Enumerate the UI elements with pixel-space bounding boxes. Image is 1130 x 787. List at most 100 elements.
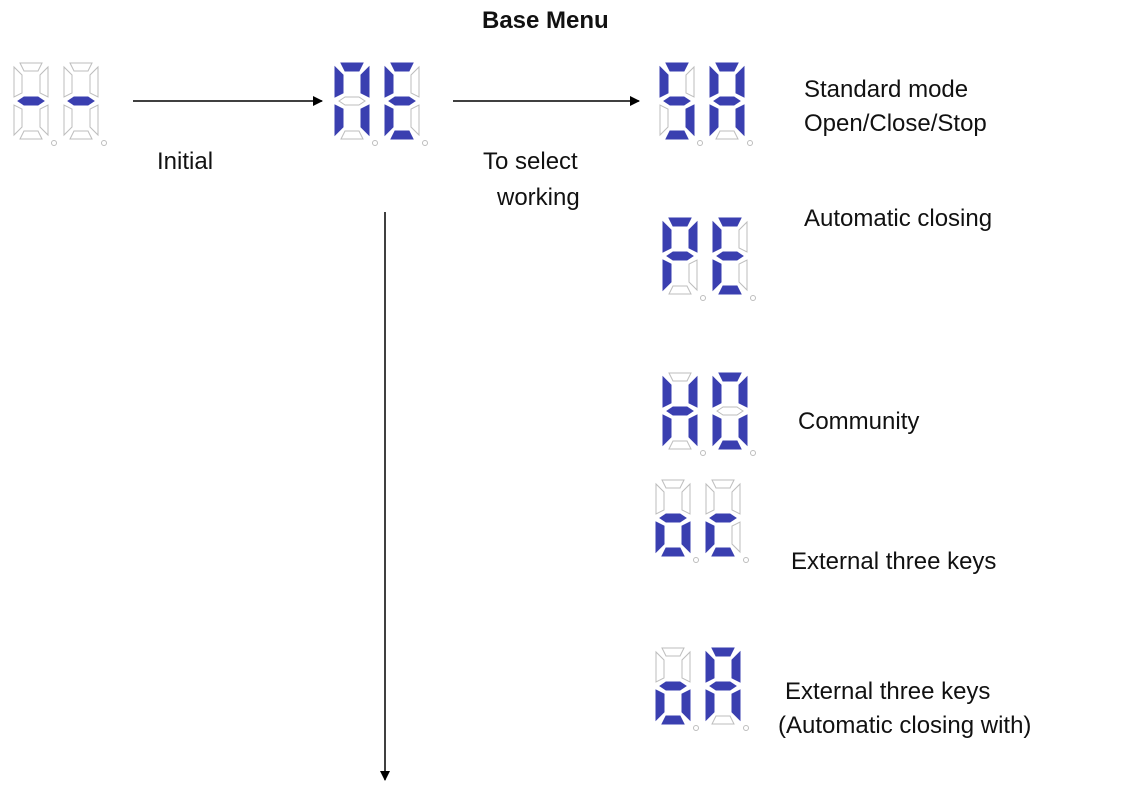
segment-c-lit	[731, 689, 741, 722]
segment-g-lit	[67, 96, 95, 106]
segment-e-unlit	[659, 104, 669, 137]
decimal-point-icon	[743, 725, 749, 731]
segment-a-lit	[340, 62, 364, 72]
segment-e-unlit	[13, 104, 23, 137]
segment-g-lit	[663, 96, 691, 106]
decimal-point-icon	[693, 557, 699, 563]
display-community	[657, 365, 757, 460]
segment-c-lit	[735, 104, 745, 137]
segment-f-unlit	[13, 65, 23, 98]
segment-g-lit	[666, 251, 694, 261]
segment-c-unlit	[731, 521, 741, 554]
segment-a-lit	[718, 217, 742, 227]
segment-c-lit	[688, 414, 698, 447]
segment-f-lit	[709, 65, 719, 98]
segment-f-lit	[334, 65, 344, 98]
segment-b-unlit	[681, 650, 691, 683]
segment-c-unlit	[738, 259, 748, 292]
segment-d-lit	[665, 130, 689, 140]
segment-c-lit	[681, 689, 691, 722]
segment-c-unlit	[39, 104, 49, 137]
segment-g-lit	[709, 681, 737, 691]
seven-segment-svg	[662, 217, 756, 301]
segment-b-lit	[360, 65, 370, 98]
segment-e-lit	[662, 259, 672, 292]
segment-g-lit	[666, 406, 694, 416]
seven-segment-svg	[334, 62, 428, 146]
segment-c-lit	[685, 104, 695, 137]
segment-c-lit	[681, 521, 691, 554]
decimal-point-icon	[700, 450, 706, 456]
segment-f-lit	[712, 375, 722, 408]
segment-d-unlit	[340, 130, 364, 140]
display-standard	[654, 55, 754, 150]
segment-f-lit	[659, 65, 669, 98]
segment-a-unlit	[69, 62, 93, 72]
segment-a-lit	[715, 62, 739, 72]
segment-a-unlit	[711, 479, 735, 489]
segment-d-unlit	[69, 130, 93, 140]
label-standard-line2: Open/Close/Stop	[804, 110, 987, 137]
decimal-point-icon	[750, 450, 756, 456]
label-select-line1: To select	[483, 148, 578, 175]
segment-b-lit	[688, 220, 698, 253]
segment-b-unlit	[681, 482, 691, 515]
segment-d-lit	[661, 715, 685, 725]
segment-g-lit	[659, 513, 687, 523]
segment-e-lit	[655, 521, 665, 554]
segment-b-unlit	[738, 220, 748, 253]
decimal-point-icon	[747, 140, 753, 146]
segment-c-unlit	[410, 104, 420, 137]
segment-g-lit	[713, 96, 741, 106]
seven-segment-svg	[659, 62, 753, 146]
segment-a-lit	[718, 372, 742, 382]
segment-d-unlit	[711, 715, 735, 725]
segment-f-lit	[384, 65, 394, 98]
segment-d-unlit	[19, 130, 43, 140]
display-three-keys	[650, 472, 750, 567]
segment-d-lit	[711, 547, 735, 557]
segment-d-lit	[718, 285, 742, 295]
label-initial: Initial	[157, 148, 214, 175]
segment-c-unlit	[89, 104, 99, 137]
segment-e-lit	[712, 259, 722, 292]
label-three-keys: External three keys	[791, 548, 997, 575]
label-auto-close: Automatic closing	[804, 205, 993, 232]
segment-g-lit	[17, 96, 45, 106]
decimal-point-icon	[422, 140, 428, 146]
display-auto-close	[657, 210, 757, 305]
segment-g-lit	[709, 513, 737, 523]
segment-a-unlit	[661, 479, 685, 489]
segment-a-unlit	[661, 647, 685, 657]
segment-e-lit	[712, 414, 722, 447]
decimal-point-icon	[750, 295, 756, 301]
segment-b-unlit	[410, 65, 420, 98]
label-standard-line1: Standard mode	[804, 76, 969, 103]
segment-d-lit	[661, 547, 685, 557]
segment-c-lit	[738, 414, 748, 447]
segment-e-lit	[705, 689, 715, 722]
decimal-point-icon	[693, 725, 699, 731]
segment-b-unlit	[731, 482, 741, 515]
segment-b-lit	[731, 650, 741, 683]
segment-b-lit	[735, 65, 745, 98]
segment-f-unlit	[655, 650, 665, 683]
segment-e-lit	[662, 414, 672, 447]
decimal-point-icon	[372, 140, 378, 146]
segment-a-unlit	[19, 62, 43, 72]
segment-a-lit	[665, 62, 689, 72]
segment-b-unlit	[39, 65, 49, 98]
segment-f-lit	[705, 650, 715, 683]
segment-a-lit	[711, 647, 735, 657]
label-select-line2: working	[497, 184, 580, 211]
label-community: Community	[798, 408, 920, 435]
segment-c-unlit	[688, 259, 698, 292]
segment-f-unlit	[655, 482, 665, 515]
segment-b-lit	[738, 375, 748, 408]
segment-c-lit	[360, 104, 370, 137]
segment-f-unlit	[63, 65, 73, 98]
decimal-point-icon	[743, 557, 749, 563]
segment-d-unlit	[715, 130, 739, 140]
decimal-point-icon	[101, 140, 107, 146]
segment-f-lit	[662, 375, 672, 408]
